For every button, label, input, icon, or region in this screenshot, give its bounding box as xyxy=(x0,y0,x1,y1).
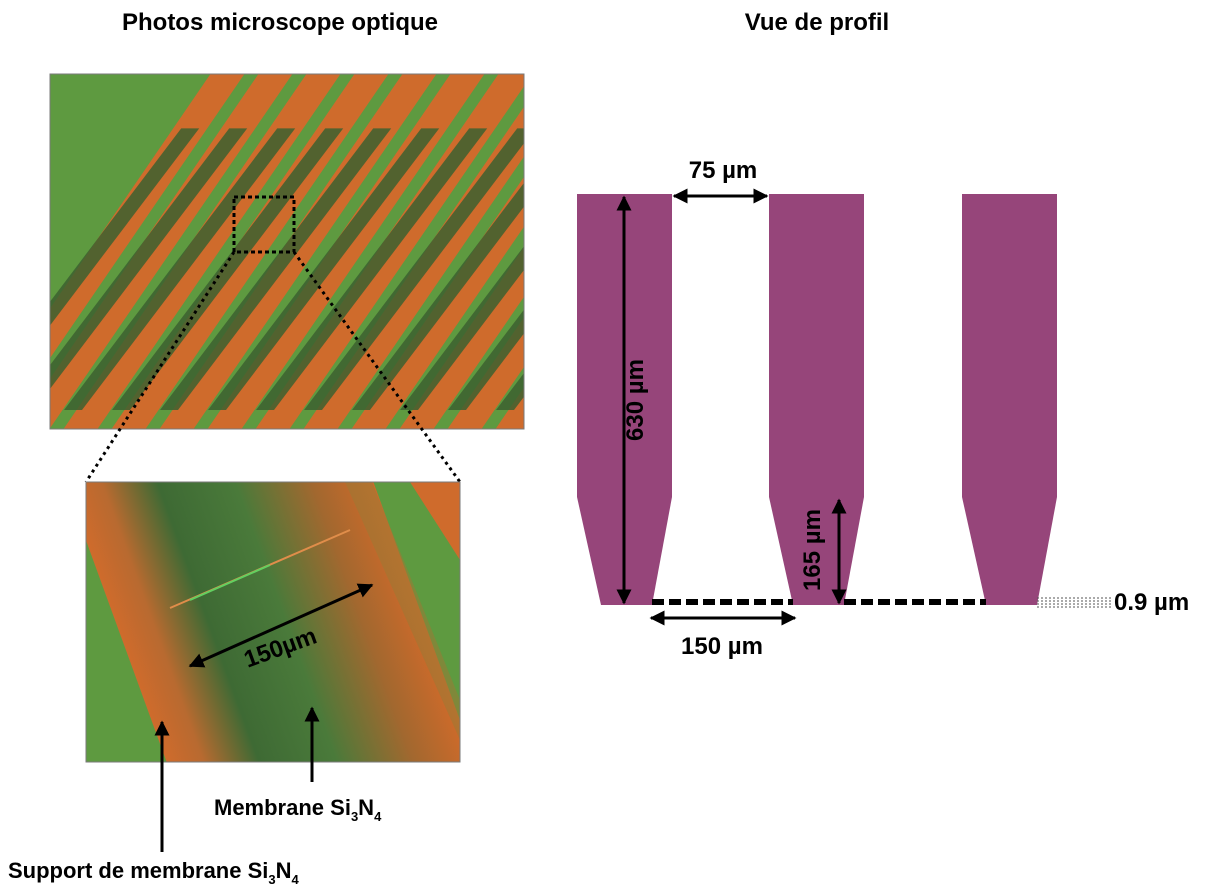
title-profile: Vue de profil xyxy=(745,9,889,36)
title-microscope: Photos microscope optique xyxy=(122,9,438,36)
microscope-photo-overview xyxy=(50,74,524,429)
photo-membrane-slot xyxy=(256,128,488,410)
photo-zoom-border xyxy=(85,481,461,763)
zoom-line-right xyxy=(292,251,462,483)
photo-membrane-slot xyxy=(496,373,524,410)
photo-membrane-slot xyxy=(64,128,296,410)
label-75um: 75 µm xyxy=(689,157,758,184)
photo-stripes xyxy=(50,74,524,429)
membrane-thickness-callout xyxy=(1037,597,1112,608)
photo-orange-strip xyxy=(50,74,293,429)
pillar-3 xyxy=(962,194,1057,605)
photo-membrane-slot xyxy=(50,128,248,389)
photo-membrane-slot xyxy=(400,246,524,410)
label-150um-profile: 150 µm xyxy=(681,633,763,660)
zoom-selection-box xyxy=(232,195,296,254)
photo-membrane-slot xyxy=(304,128,524,410)
label-0-9um: 0.9 µm xyxy=(1114,589,1189,616)
photo-membrane-slot xyxy=(112,128,344,410)
photo-membrane-slot xyxy=(352,182,524,410)
photo-membrane-slot xyxy=(448,309,524,410)
photo-membrane-slot xyxy=(160,128,392,410)
photo-membrane-slot xyxy=(208,128,440,410)
label-630um: 630 µm xyxy=(622,359,649,441)
label-165um: 165 µm xyxy=(799,509,826,591)
photo-membrane-slot xyxy=(50,128,200,326)
label-membrane: Membrane Si3N4 xyxy=(214,795,382,824)
photo-orange-strip xyxy=(50,74,245,359)
arrow-150um-zoom xyxy=(188,583,374,668)
label-support: Support de membrane Si3N4 xyxy=(8,858,300,887)
microscope-photo-zoom xyxy=(86,482,460,762)
photo-overview-border xyxy=(49,73,525,430)
